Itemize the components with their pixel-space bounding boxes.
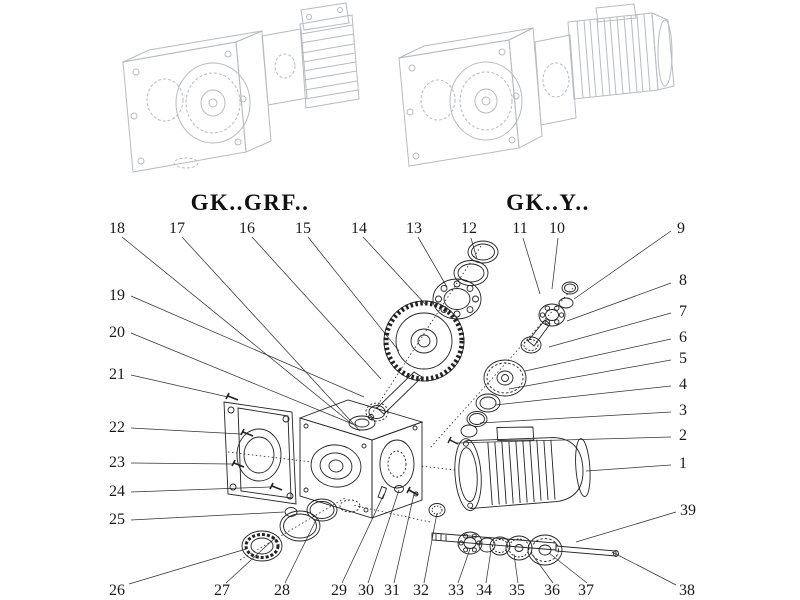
part-number-6: 6 — [679, 329, 687, 346]
part-number-15: 15 — [295, 220, 311, 237]
part-number-38: 38 — [679, 582, 695, 599]
assembly-axis-lines — [227, 245, 574, 561]
input-gear-assembly — [365, 240, 499, 422]
part-number-36: 36 — [544, 582, 560, 599]
part-number-4: 4 — [679, 376, 687, 393]
part-number-12: 12 — [461, 220, 477, 237]
part-number-29: 29 — [331, 582, 347, 599]
part-number-21: 21 — [109, 366, 125, 383]
part-number-19: 19 — [109, 287, 125, 304]
gearbox-housing — [298, 399, 424, 519]
part-number-3: 3 — [679, 402, 687, 419]
part-number-26: 26 — [109, 582, 125, 599]
part-number-11: 11 — [512, 220, 528, 237]
part-number-2: 2 — [679, 427, 687, 444]
part-number-25: 25 — [109, 511, 125, 528]
part-number-13: 13 — [406, 220, 422, 237]
part-number-28: 28 — [274, 582, 290, 599]
part-number-31: 31 — [384, 582, 400, 599]
part-number-18: 18 — [109, 220, 125, 237]
part-number-39: 39 — [680, 502, 696, 519]
part-number-32: 32 — [413, 582, 429, 599]
part-number-7: 7 — [679, 303, 687, 320]
part-number-10: 10 — [549, 220, 565, 237]
part-number-17: 17 — [169, 220, 185, 237]
motor-flange-bolt — [447, 436, 459, 445]
part-number-23: 23 — [109, 454, 125, 471]
output-cover-and-bearing — [241, 498, 338, 562]
part-number-5: 5 — [679, 350, 687, 367]
exploded-view — [223, 240, 619, 566]
leader-lines — [121, 230, 677, 586]
part-number-16: 16 — [239, 220, 255, 237]
bevel-pinion-assembly — [460, 281, 579, 438]
shaft-keys-and-plugs — [377, 485, 446, 517]
ghost-drawing-gkgrf — [122, 2, 360, 173]
part-number-33: 33 — [448, 582, 464, 599]
part-number-14: 14 — [351, 220, 367, 237]
cover-plate — [223, 401, 297, 505]
cover-screws — [225, 392, 283, 491]
part-number-24: 24 — [109, 483, 125, 500]
part-number-20: 20 — [109, 324, 125, 341]
part-number-34: 34 — [476, 582, 492, 599]
part-number-9: 9 — [677, 220, 685, 237]
part-number-37: 37 — [578, 582, 594, 599]
variant-label-gkgrf: GK..GRF.. — [190, 190, 310, 215]
part-number-35: 35 — [509, 582, 525, 599]
output-shaft-assembly — [431, 531, 619, 566]
part-number-8: 8 — [679, 272, 687, 289]
part-number-1: 1 — [679, 455, 687, 472]
variant-label-gky: GK..Y.. — [506, 190, 590, 215]
ghost-drawing-gky — [398, 3, 675, 167]
part-number-22: 22 — [109, 419, 125, 436]
motor-assembly — [454, 426, 591, 512]
part-number-30: 30 — [358, 582, 374, 599]
part-number-27: 27 — [214, 582, 230, 599]
